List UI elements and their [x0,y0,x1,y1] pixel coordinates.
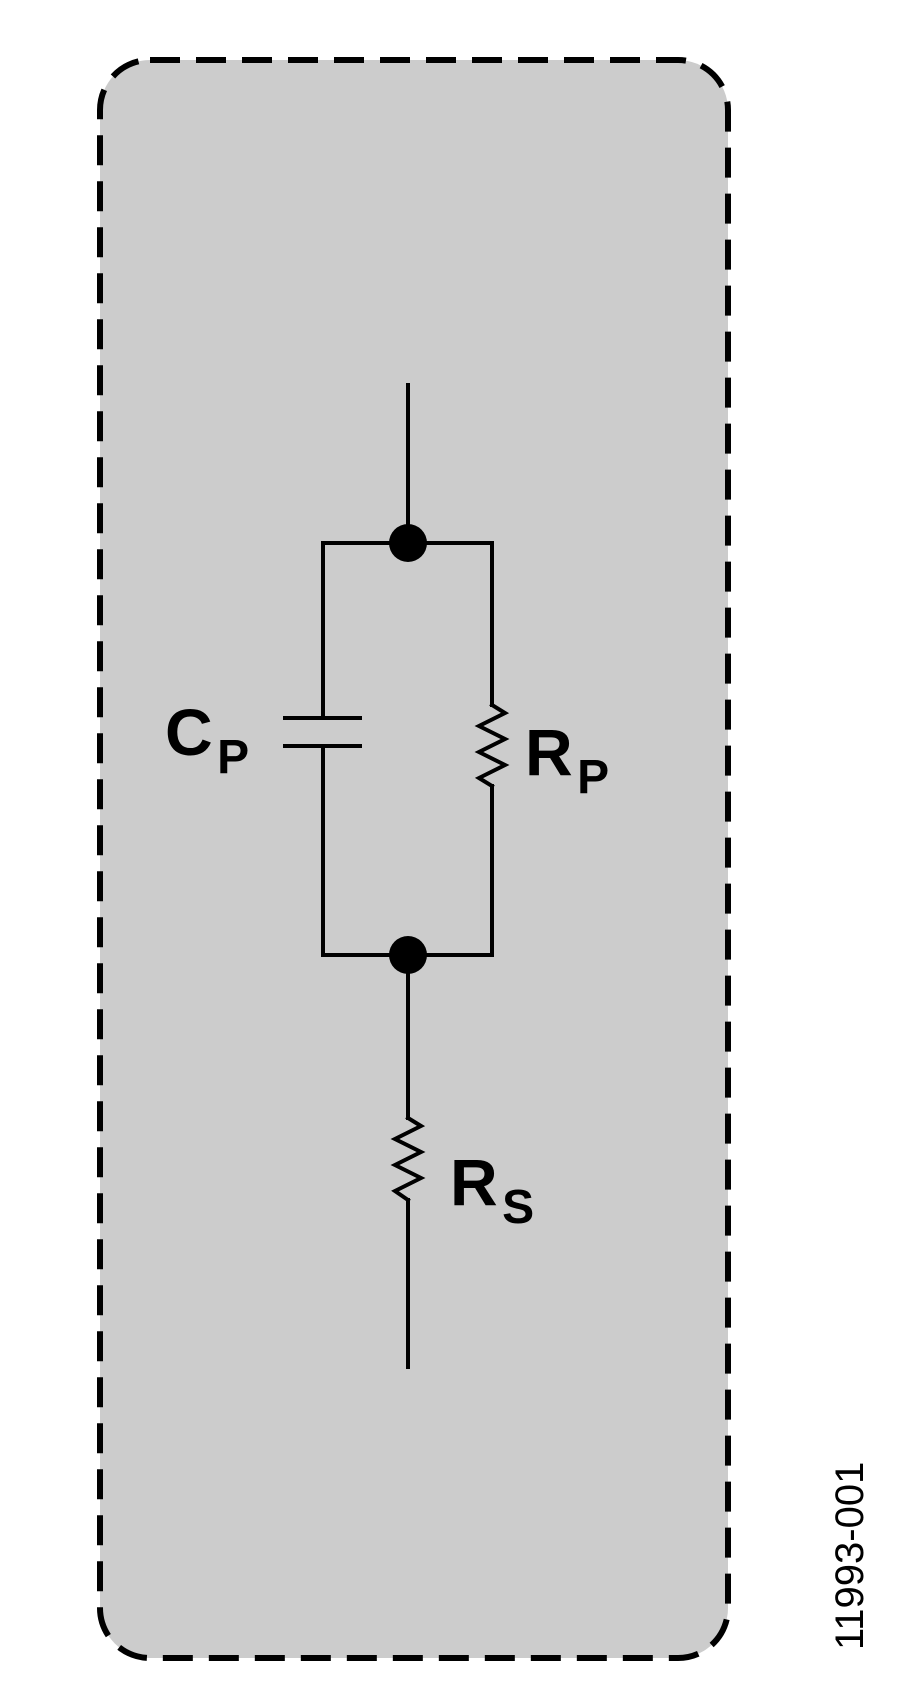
rp-resistor-symbol [474,702,510,789]
label-rp-main: R [525,715,573,789]
label-rs-main: R [450,1145,498,1219]
label-rp-sub: P [577,751,609,804]
label-rs-sub: S [502,1181,534,1234]
dashed-enclosure [97,57,731,1661]
label-cp-sub: P [217,731,249,784]
label-cp: C P [165,695,249,784]
figure-id: 11993-001 [828,1462,872,1650]
label-rs: R S [450,1145,534,1234]
label-rp: R P [525,715,609,804]
label-cp-main: C [165,695,213,769]
rs-resistor-symbol [390,1115,426,1203]
